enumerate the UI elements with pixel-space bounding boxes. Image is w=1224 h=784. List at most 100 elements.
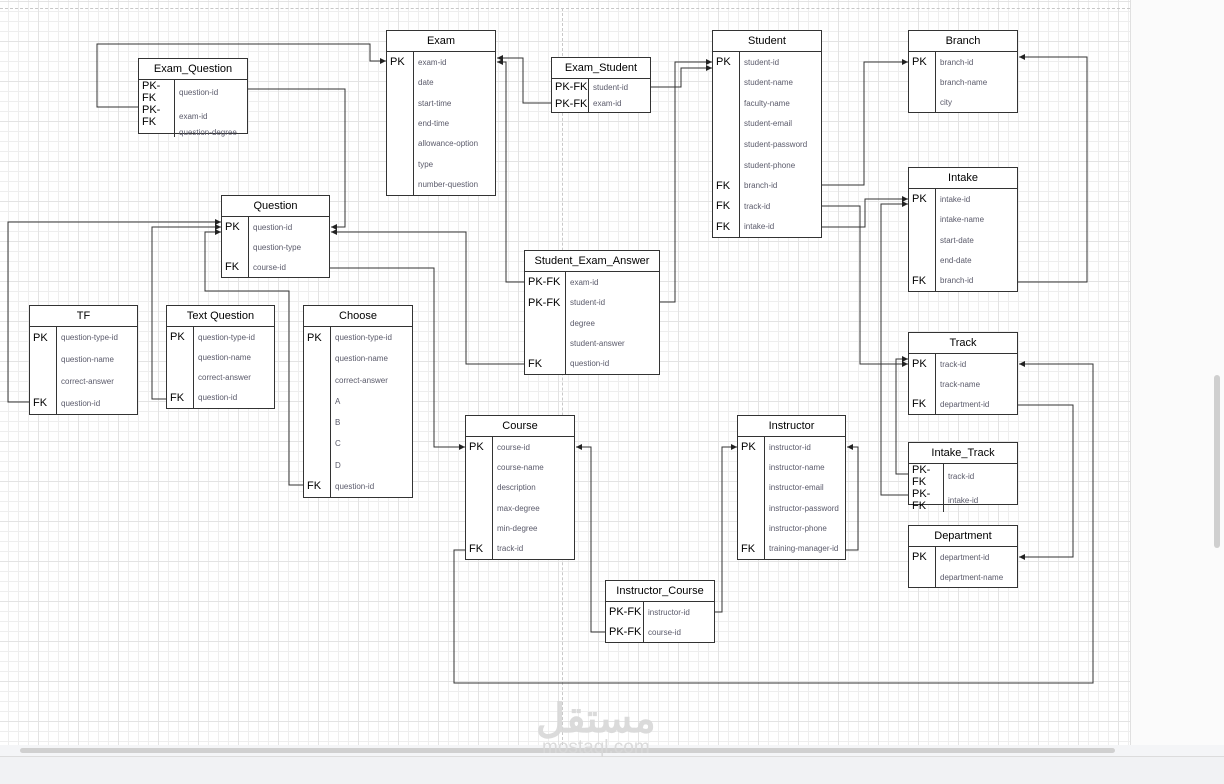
attribute-name: student-id [570, 298, 606, 308]
attribute-row[interactable]: branch-name [909, 72, 1017, 92]
attribute-row[interactable]: start-date [909, 230, 1017, 250]
attribute-row[interactable]: student-name [713, 73, 821, 94]
horizontal-scrollbar[interactable] [20, 748, 1115, 753]
vertical-scrollbar[interactable] [1214, 375, 1220, 548]
attribute-row[interactable]: date [387, 72, 495, 92]
attribute-row[interactable]: end-date [909, 250, 1017, 270]
attribute-row[interactable]: type [387, 154, 495, 174]
attribute-row[interactable]: start-time [387, 93, 495, 113]
attribute-row[interactable]: question-name [167, 347, 274, 367]
attribute-row[interactable]: instructor-name [738, 457, 845, 477]
attribute-row[interactable]: track-name [909, 374, 1017, 394]
attribute-row[interactable]: correct-answer [167, 368, 274, 388]
attribute-row[interactable]: description [466, 478, 574, 498]
attribute-row[interactable]: question-degree [139, 128, 247, 137]
attribute-row[interactable]: number-question [387, 175, 495, 195]
attribute-row[interactable]: question-type [222, 237, 329, 257]
attribute-row[interactable]: C [304, 433, 412, 454]
attribute-row[interactable]: instructor-email [738, 478, 845, 498]
attribute-row[interactable]: student-password [713, 134, 821, 155]
attribute-row[interactable]: question-name [30, 349, 137, 371]
attribute-row[interactable]: department-name [909, 567, 1017, 587]
attribute-row[interactable]: student-answer [525, 333, 659, 353]
attribute-row[interactable]: faculty-name [713, 93, 821, 114]
attribute-row[interactable]: student-email [713, 114, 821, 135]
attribute-row[interactable]: allowance-option [387, 134, 495, 154]
attribute-row[interactable]: correct-answer [30, 371, 137, 393]
attribute-name: course-id [253, 262, 286, 272]
attribute-row[interactable]: A [304, 391, 412, 412]
attribute-row[interactable]: city [909, 92, 1017, 112]
attribute-row[interactable]: B [304, 412, 412, 433]
attribute-row[interactable]: instructor-password [738, 498, 845, 518]
attribute-row[interactable]: intake-name [909, 209, 1017, 229]
attribute-row[interactable]: course-name [466, 457, 574, 477]
attribute-row[interactable]: student-phone [713, 155, 821, 176]
attribute-row[interactable]: degree [525, 313, 659, 333]
attribute-row[interactable]: correct-answer [304, 370, 412, 391]
attribute-row[interactable]: max-degree [466, 498, 574, 518]
key-label: FK [716, 200, 731, 213]
attribute-row[interactable]: question-name [304, 348, 412, 369]
column-divider [943, 464, 944, 512]
attribute-row[interactable]: D [304, 455, 412, 476]
attribute-row[interactable]: min-degree [466, 518, 574, 538]
attribute-row[interactable]: end-time [387, 113, 495, 133]
attribute-row[interactable]: instructor-phone [738, 518, 845, 538]
attribute-name: city [940, 97, 952, 107]
